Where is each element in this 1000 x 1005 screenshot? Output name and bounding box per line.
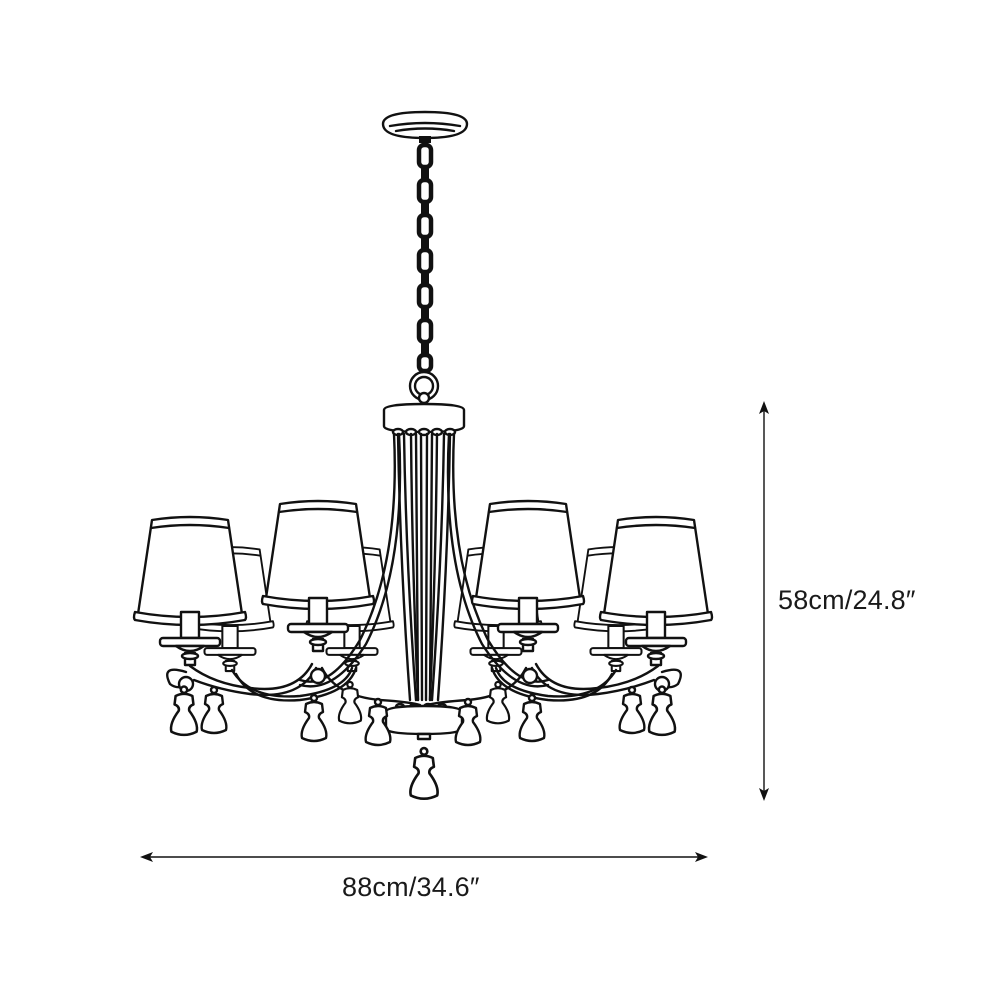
chain: [408, 142, 440, 405]
back-shades: [185, 546, 663, 673]
width-dimension-label: 88cm/34.6″: [342, 872, 480, 902]
height-dimension-arrow: [759, 401, 769, 801]
bottom-hub: [384, 702, 464, 741]
height-dimension-label: 58cm/24.8″: [778, 585, 916, 615]
ceiling-canopy: [381, 110, 469, 143]
width-dimension-arrow: [140, 852, 708, 862]
top-hub: [382, 402, 466, 437]
front-shades: [132, 499, 714, 667]
